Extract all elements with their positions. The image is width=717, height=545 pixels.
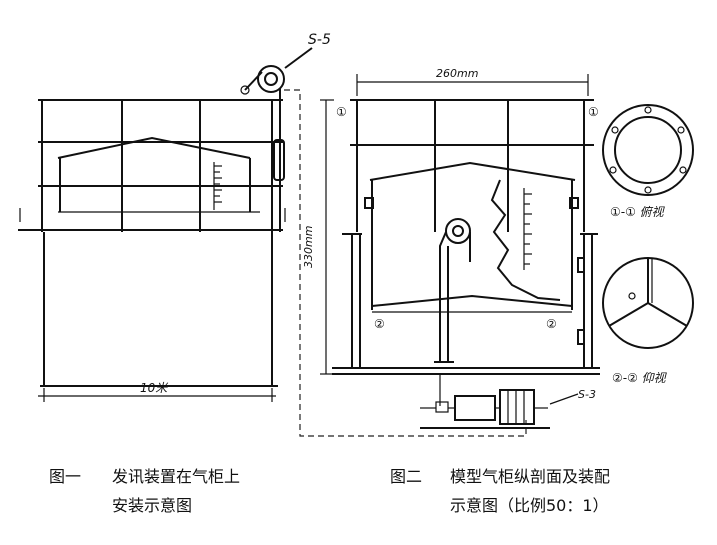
figure1-caption-line1: 发讯装置在气柜上 <box>112 467 241 486</box>
figure1-drawing <box>18 47 527 437</box>
left-guide-roller <box>364 197 374 209</box>
figure2-motor-label: S-3 <box>578 388 596 401</box>
motor-body <box>454 395 496 421</box>
figure1-device-label: S-5 <box>308 32 331 48</box>
section-mark-1-right: ① <box>588 105 599 119</box>
figure2-height-label: 330mm <box>302 226 315 268</box>
section-mark-1-left: ① <box>336 105 347 119</box>
section2-bottom-view <box>602 257 694 349</box>
figure1-dimension-label: 10米 <box>140 381 169 395</box>
figure1-scale-ticks <box>213 162 222 210</box>
motor-assembly <box>420 389 550 429</box>
figure2-caption-line1: 模型气柜纵剖面及装配 <box>450 467 611 486</box>
figure2-caption-line2: 示意图（比例50：1） <box>450 496 609 515</box>
section-mark-2-left: ② <box>374 317 385 331</box>
figure1-caption-number: 图一 <box>49 467 82 486</box>
figure2-pulley <box>445 218 471 244</box>
figure2-drawing <box>320 74 694 429</box>
figure1-pulley <box>257 65 285 93</box>
figure2-caption-number: 图二 <box>390 467 423 486</box>
section2-caption: ②-② 仰视 <box>612 371 668 385</box>
figure2-scale-ticks <box>523 188 532 270</box>
section1-caption: ①-① 俯视 <box>610 205 666 219</box>
figure2-width-label: 260mm <box>436 67 478 80</box>
section1-top-view <box>602 104 694 196</box>
figure1-caption-line2: 安装示意图 <box>112 496 193 515</box>
right-guide-roller <box>569 197 579 209</box>
gear-box <box>499 389 535 425</box>
section-mark-2-right: ② <box>546 317 557 331</box>
